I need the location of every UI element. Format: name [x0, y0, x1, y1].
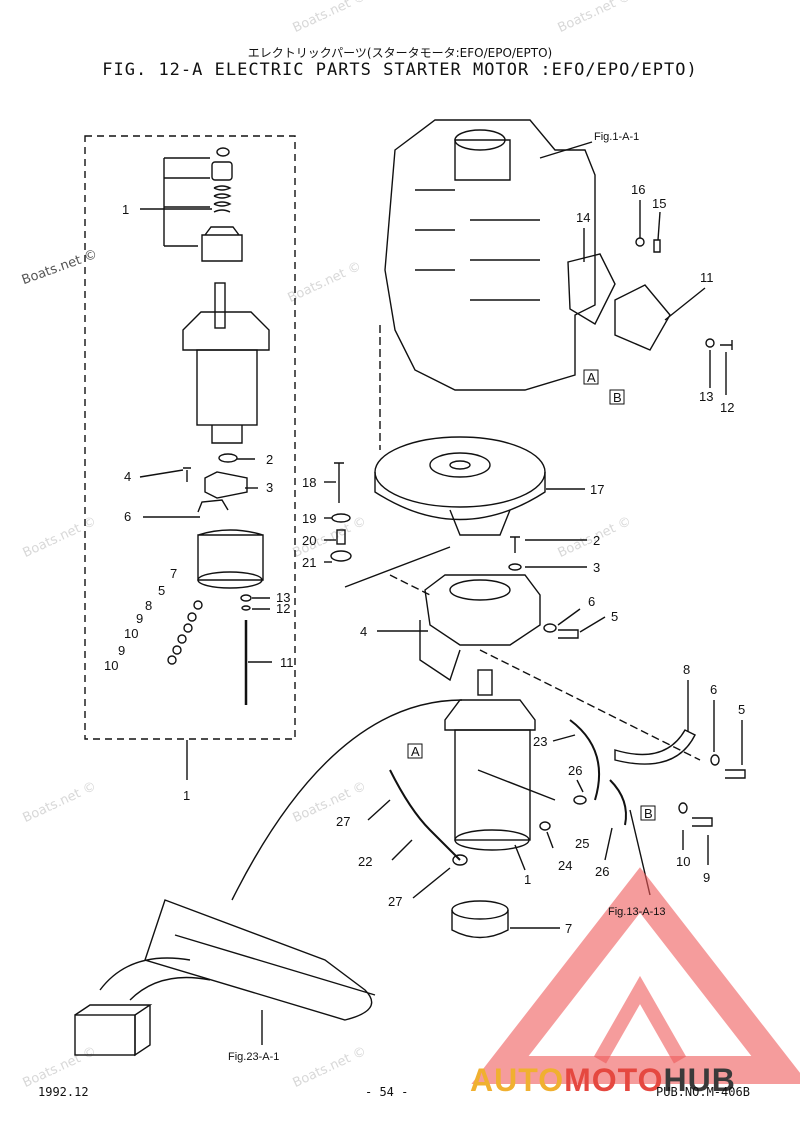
battery — [74, 1014, 136, 1056]
callout: 6 — [124, 509, 131, 524]
callout: 16 — [631, 182, 645, 197]
motor-yoke — [196, 349, 258, 426]
callout: 26 — [568, 763, 582, 778]
fig-ref-13a13: Fig.13-A-13 — [608, 906, 665, 918]
callout: 27 — [388, 894, 402, 909]
armature-shaft — [214, 282, 226, 329]
callout: 6 — [588, 594, 595, 609]
callout: 3 — [266, 480, 273, 495]
callout: 6 — [710, 682, 717, 697]
motor-end-cap — [182, 311, 270, 351]
callout: 9 — [136, 611, 143, 626]
callout: 5 — [738, 702, 745, 717]
callout: 19 — [302, 511, 316, 526]
ring — [451, 900, 509, 920]
callout: 22 — [358, 854, 372, 869]
callout: 23 — [533, 734, 547, 749]
bolt — [334, 462, 344, 503]
kit-dashed-box — [84, 135, 296, 740]
flywheel — [374, 436, 546, 508]
callout: 9 — [118, 643, 125, 658]
figure-title: FIG. 12-A ELECTRIC PARTS STARTER MOTOR :… — [102, 60, 698, 80]
mount-band — [614, 729, 696, 765]
callout: 1 — [122, 202, 129, 217]
battery-cable — [569, 719, 601, 801]
fig-ref-1a1: Fig.1-A-1 — [594, 131, 639, 143]
engine-block — [384, 119, 596, 391]
footer-page-number: - 54 - — [365, 1085, 409, 1099]
pinion-spring — [213, 185, 232, 213]
callout: 1 — [524, 872, 531, 887]
callout: 5 — [611, 609, 618, 624]
callout: 7 — [170, 566, 177, 581]
japanese-title: エレクトリックパーツ(スタータモータ:EFO/EPO/EPTO) — [247, 46, 553, 60]
automotohub-brand: AUTOMOTOHUB — [470, 1062, 736, 1098]
svg-text:B: B — [644, 806, 653, 821]
callout: 8 — [145, 598, 152, 613]
callout: 10 — [676, 854, 690, 869]
wiring-route — [231, 699, 463, 901]
callout: 10 — [124, 626, 138, 641]
callout: 11 — [700, 270, 714, 285]
callout: 2 — [593, 533, 600, 548]
starter-motor — [454, 729, 531, 841]
callout: 10 — [104, 658, 118, 673]
callout: 11 — [280, 655, 294, 670]
callout: 27 — [336, 814, 350, 829]
pinion-top — [477, 669, 493, 696]
ref-box-b-2 — [640, 805, 656, 821]
starter-bracket — [424, 574, 541, 646]
lead-wire — [389, 769, 461, 861]
svg-text:A: A — [411, 744, 420, 759]
washer — [218, 453, 238, 463]
footer-pub-number: PUB.NO.M-406B — [656, 1085, 750, 1099]
callout: 25 — [575, 836, 589, 851]
callout: 7 — [565, 921, 572, 936]
callout: 5 — [158, 583, 165, 598]
brush-holder — [204, 471, 248, 499]
ref-box-a — [583, 369, 599, 385]
callout: 1 — [183, 788, 190, 803]
callout: 13 — [276, 590, 290, 605]
pinion-stop — [211, 161, 233, 181]
callout: 26 — [595, 864, 609, 879]
stop-ring — [216, 147, 230, 157]
callout: 12 — [276, 601, 290, 616]
footer-date: 1992.12 — [38, 1085, 89, 1099]
callout: 12 — [720, 400, 734, 415]
fig-ref-23a1: Fig.23-A-1 — [228, 1051, 279, 1063]
callout: 2 — [266, 452, 273, 467]
wire-harness — [144, 899, 373, 1021]
callout: 4 — [124, 469, 131, 484]
callout: 13 — [699, 389, 713, 404]
callout: 24 — [558, 858, 572, 873]
callout: 18 — [302, 475, 316, 490]
mounting-bracket — [567, 253, 616, 325]
end-frame — [197, 529, 264, 581]
pinion-gear — [201, 226, 243, 262]
callout: 9 — [703, 870, 710, 885]
callout: 17 — [590, 482, 604, 497]
ref-box-a-2 — [407, 743, 423, 759]
callout: 4 — [360, 624, 367, 639]
screw — [183, 467, 191, 482]
automotohub-logo — [471, 867, 800, 1084]
callout: 15 — [652, 196, 666, 211]
callout: 21 — [302, 555, 316, 570]
svg-text:B: B — [613, 390, 622, 405]
callout: 8 — [683, 662, 690, 677]
ref-box-b — [609, 389, 625, 405]
relay-assembly — [614, 284, 671, 351]
callout: 14 — [576, 210, 590, 225]
callout: 20 — [302, 533, 316, 548]
svg-text:A: A — [587, 370, 596, 385]
callout: 3 — [593, 560, 600, 575]
